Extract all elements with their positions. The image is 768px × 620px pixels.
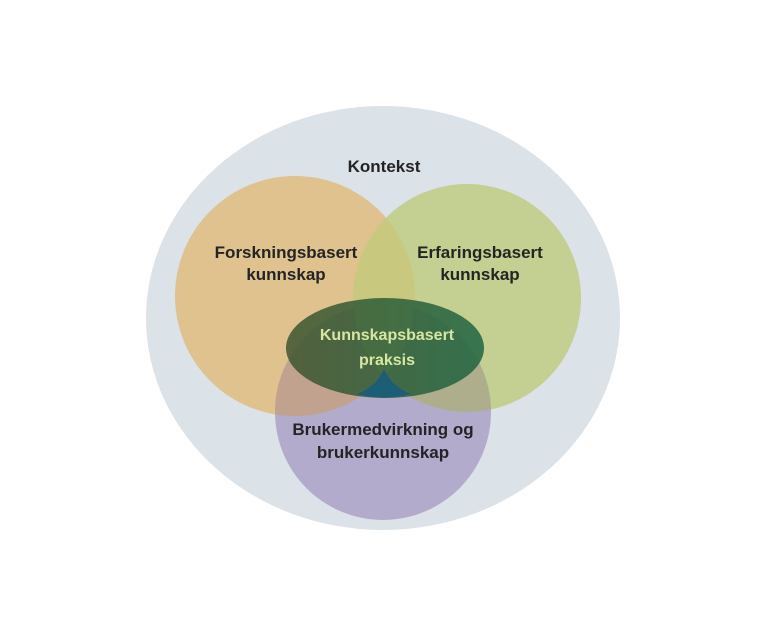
research-label-line1: Forskningsbasert (214, 243, 358, 262)
user-label: Brukermedvirkning og brukerkunnskap (292, 418, 473, 464)
research-label: Forskningsbasert kunnskap (215, 242, 358, 286)
center-label-line2: praksis (358, 352, 416, 369)
triple-overlap-region (357, 369, 411, 398)
research-label-line2: kunnskap (246, 265, 326, 284)
experience-label-line1: Erfaringsbasert (417, 243, 543, 262)
experience-label-line2: kunnskap (440, 265, 520, 284)
knowledge-practice-ellipse (286, 298, 484, 398)
user-label-line2: brukerkunnskap (316, 443, 450, 462)
context-label-text: Kontekst (347, 157, 421, 176)
center-label: Kunnskapsbasert praksis (320, 323, 454, 373)
user-label-line1: Brukermedvirkning og (292, 420, 474, 439)
center-label-line1: Kunnskapsbasert (319, 327, 455, 344)
context-label: Kontekst (348, 157, 421, 177)
experience-label: Erfaringsbasert kunnskap (417, 242, 543, 286)
